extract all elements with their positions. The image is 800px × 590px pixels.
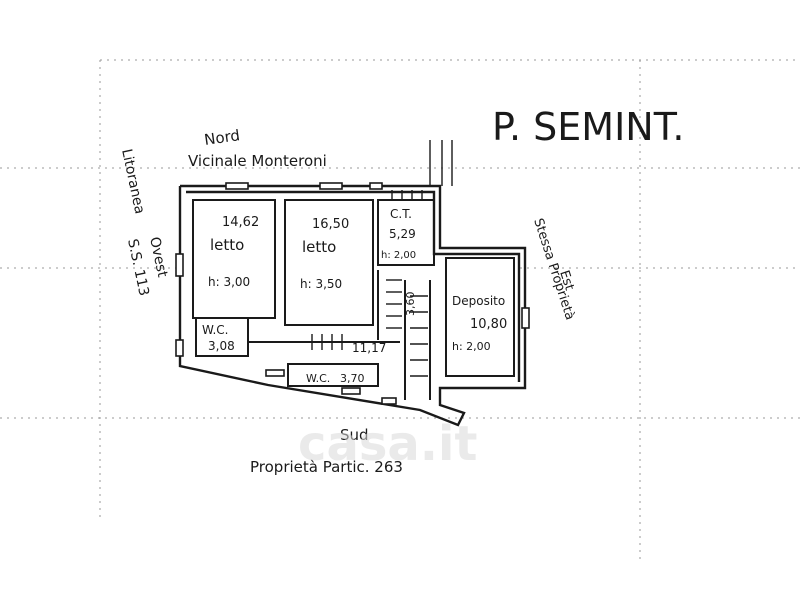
room4-area: 10,80 <box>470 317 507 332</box>
watermark: casa.it <box>298 416 477 472</box>
room8-area: 3,60 <box>404 292 417 317</box>
plan-title: P. SEMINT. <box>492 105 685 149</box>
south-label: Sud <box>340 426 369 444</box>
room3-height: h: 2,00 <box>381 250 416 261</box>
room2-name: letto <box>302 238 336 256</box>
room3-name: C.T. <box>390 207 412 221</box>
room6-area: 11,17 <box>352 341 386 355</box>
west-road-label: Litoranea <box>118 148 147 216</box>
room3-area: 5,29 <box>389 227 416 241</box>
east-cardinal: Est <box>556 269 576 293</box>
sheet-grid <box>0 59 800 560</box>
west-cardinal: Ovest <box>146 236 170 280</box>
windows <box>175 182 530 405</box>
boundary-marker <box>429 140 453 186</box>
room5-name: W.C. <box>202 323 229 337</box>
room4-height: h: 2,00 <box>452 340 491 353</box>
room5-area: 3,08 <box>208 339 235 353</box>
north-label: Nord <box>203 126 241 149</box>
west-road-code: S.S. 113 <box>124 238 152 298</box>
room2-area: 16,50 <box>312 217 349 232</box>
room1-name: letto <box>210 236 244 254</box>
room7-area: 3,70 <box>340 372 365 385</box>
room1-area: 14,62 <box>222 215 259 230</box>
room1-height: h: 3,00 <box>208 275 250 289</box>
room-walls <box>192 199 515 400</box>
stairs <box>311 190 428 377</box>
room2-height: h: 3,50 <box>300 277 342 291</box>
south-property-label: Proprietà Partic. 263 <box>250 458 403 476</box>
north-road-label: Vicinale Monteroni <box>188 152 327 170</box>
room4-name: Deposito <box>452 294 505 308</box>
room7-name: W.C. <box>306 372 330 385</box>
